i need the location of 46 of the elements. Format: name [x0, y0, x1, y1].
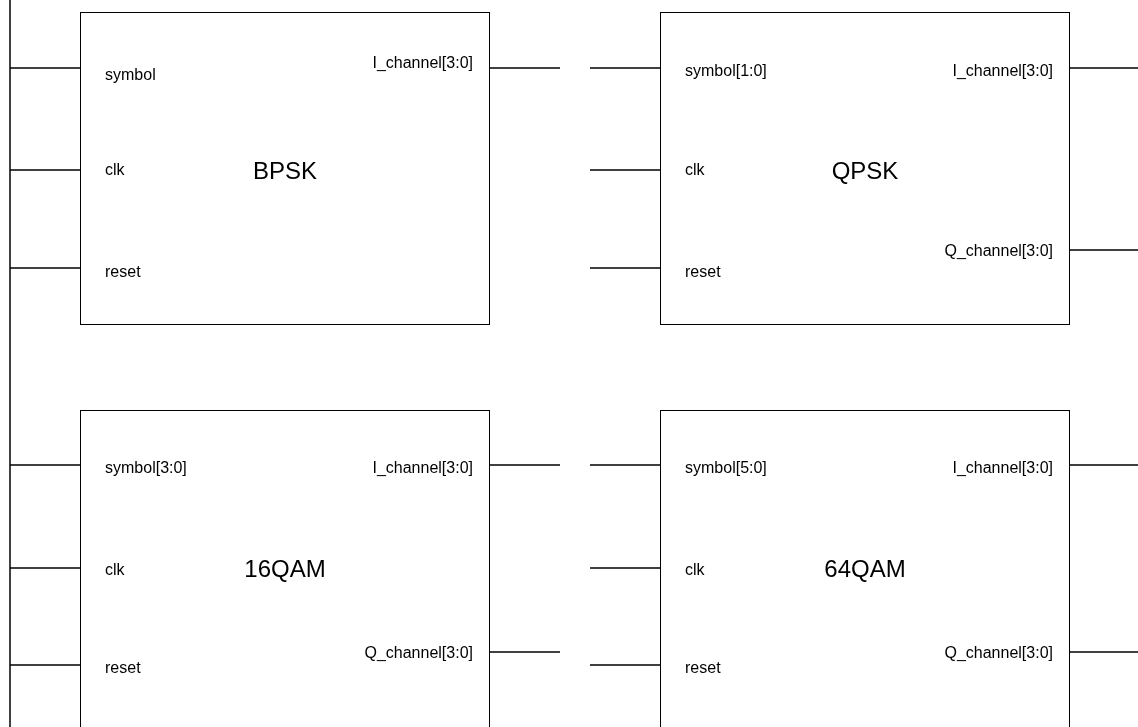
pin-line: [1069, 651, 1138, 653]
module-name: BPSK: [253, 156, 317, 186]
pin-line: [589, 67, 661, 69]
port-label: I_channel[3:0]: [372, 53, 473, 73]
port-label: symbol: [105, 65, 156, 85]
pin-line: [589, 267, 661, 269]
module-name: QPSK: [831, 156, 899, 186]
module-name: 64QAM: [824, 554, 906, 584]
module-name: 16QAM: [244, 554, 326, 584]
module-block: [80, 410, 490, 727]
port-label: reset: [105, 658, 141, 678]
port-label: reset: [105, 262, 141, 282]
port-label: clk: [685, 560, 705, 580]
pin-line: [9, 464, 81, 466]
port-label: clk: [105, 560, 125, 580]
pin-line: [489, 67, 561, 69]
port-label: I_channel[3:0]: [952, 458, 1053, 478]
pin-line: [9, 567, 81, 569]
port-label: I_channel[3:0]: [372, 458, 473, 478]
port-label: Q_channel[3:0]: [944, 241, 1053, 261]
port-label: I_channel[3:0]: [952, 61, 1053, 81]
pin-line: [9, 664, 81, 666]
module-block: [80, 12, 490, 325]
port-label: Q_channel[3:0]: [944, 643, 1053, 663]
port-label: reset: [685, 658, 721, 678]
pin-line: [489, 651, 561, 653]
pin-line: [1069, 67, 1138, 69]
port-label: symbol[3:0]: [105, 458, 187, 478]
port-label: reset: [685, 262, 721, 282]
port-label: Q_channel[3:0]: [364, 643, 473, 663]
pin-line: [589, 464, 661, 466]
pin-line: [589, 664, 661, 666]
port-label: clk: [685, 160, 705, 180]
port-label: symbol[5:0]: [685, 458, 767, 478]
pin-line: [9, 267, 81, 269]
pin-line: [489, 464, 561, 466]
module-block: [660, 12, 1070, 325]
port-label: symbol[1:0]: [685, 61, 767, 81]
pin-line: [589, 169, 661, 171]
pin-line: [589, 567, 661, 569]
port-label: clk: [105, 160, 125, 180]
pin-line: [1069, 249, 1138, 251]
pin-line: [1069, 464, 1138, 466]
pin-line: [9, 67, 81, 69]
pin-line: [9, 169, 81, 171]
module-block: [660, 410, 1070, 727]
